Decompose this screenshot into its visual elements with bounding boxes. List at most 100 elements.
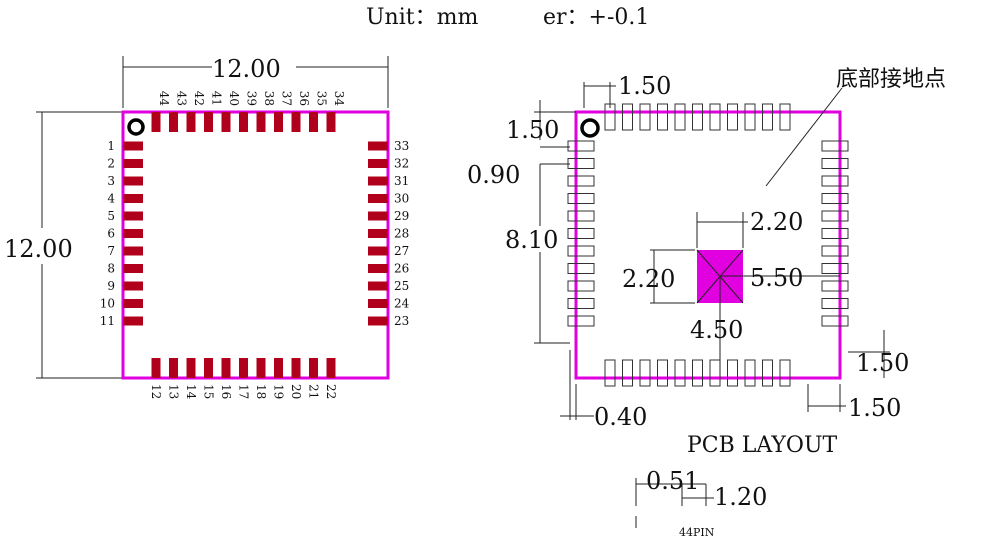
dim-gnd-x: 4.50: [690, 316, 743, 344]
pin-label-bottom-8: 20: [289, 384, 303, 399]
layout-pad-top: [779, 103, 791, 131]
layout-pad-left: [567, 315, 595, 327]
layout-pad-bottom: [604, 359, 616, 387]
package-pad-right: [368, 316, 388, 326]
layout-pad-top: [762, 103, 773, 131]
width-dimension: 12.00: [212, 55, 281, 83]
package-pad-bottom: [204, 358, 213, 378]
ground-note-leader: [765, 87, 843, 187]
pin-label-left-5: 6: [107, 227, 115, 241]
pin-label-bottom-6: 18: [254, 384, 268, 399]
pin-label-right-6: 27: [394, 244, 409, 258]
layout-title: PCB LAYOUT: [687, 433, 838, 458]
pin-label-left-6: 7: [107, 244, 115, 258]
package-pad-bottom: [239, 358, 248, 378]
layout-pad-left: [567, 245, 595, 257]
layout-pad-left: [567, 193, 595, 204]
package-pad-left: [123, 246, 143, 256]
pin-label-bottom-0: 12: [149, 384, 163, 399]
package-pad-bottom: [151, 358, 161, 378]
pin-label-top-3: 41: [210, 91, 224, 106]
layout-pad-left: [567, 228, 595, 239]
layout-pad-bottom: [674, 359, 686, 387]
pin-label-top-6: 38: [262, 91, 276, 106]
dim-pad-length: 1.20: [714, 483, 767, 511]
pin-label-left-1: 2: [107, 157, 115, 171]
package-pad-top: [291, 112, 301, 132]
dim-gnd-height: 2.20: [622, 265, 675, 293]
dim-pitch: 0.90: [467, 161, 520, 189]
pin-label-right-4: 29: [394, 209, 409, 223]
package-pad-top: [326, 112, 336, 132]
package-pad-bottom: [274, 358, 283, 378]
layout-pad-bottom: [657, 359, 668, 387]
package-pad-bottom: [186, 358, 196, 378]
layout-pad-bottom: [727, 359, 738, 387]
layout-pad-right: [821, 140, 849, 152]
package-pad-top: [204, 112, 213, 132]
layout-pin1-marker-icon: [580, 118, 600, 138]
layout-pad-right: [821, 298, 849, 309]
pin-label-bottom-10: 22: [324, 384, 338, 399]
layout-pad-bottom: [762, 359, 773, 387]
pin-label-right-7: 26: [394, 262, 409, 276]
package-pad-right: [368, 229, 388, 238]
pin-label-right-3: 30: [394, 192, 409, 206]
package-pad-top: [274, 112, 283, 132]
pin-label-bottom-3: 15: [202, 384, 216, 399]
layout-pad-right: [821, 280, 849, 292]
dim-bottom-offset: 1.50: [848, 394, 901, 422]
package-pad-right: [368, 281, 388, 291]
package-pad-top: [309, 112, 318, 132]
pin-label-left-8: 9: [107, 279, 115, 293]
package-pad-left: [123, 264, 143, 273]
layout-pad-top: [657, 103, 668, 131]
layout-pad-right: [821, 263, 849, 274]
package-pad-right: [368, 211, 388, 221]
pin-label-bottom-2: 14: [184, 384, 198, 400]
pin-label-left-10: 11: [100, 314, 115, 328]
layout-pad-bottom: [709, 359, 721, 387]
pin-label-top-7: 37: [280, 91, 294, 106]
pin-label-bottom-7: 19: [272, 384, 286, 399]
layout-pad-left: [567, 280, 595, 292]
dim-top-offset: 1.50: [618, 72, 671, 100]
pin-label-top-4: 40: [227, 91, 241, 106]
layout-pad-top: [709, 103, 721, 131]
package-pad-left: [123, 141, 143, 151]
package-pad-right: [368, 141, 388, 151]
layout-pad-right: [821, 245, 849, 257]
dim-left-offset: 1.50: [506, 116, 559, 144]
pin-label-left-2: 3: [107, 174, 115, 188]
dim-pad-gap: 0.40: [594, 403, 647, 431]
layout-pad-top: [744, 103, 756, 131]
package-pad-bottom: [309, 358, 318, 378]
pin-label-bottom-1: 13: [167, 384, 181, 399]
pin-label-bottom-9: 21: [307, 384, 321, 399]
package-pad-left: [123, 229, 143, 238]
layout-pad-top: [674, 103, 686, 131]
layout-pad-right: [821, 158, 849, 169]
package-pad-right: [368, 194, 388, 203]
dim-gnd-width: 2.20: [750, 208, 803, 236]
dim-pad-width: 0.51: [646, 467, 699, 495]
layout-pad-top: [692, 103, 703, 131]
pin-label-bottom-5: 17: [237, 384, 251, 399]
pin-label-right-10: 23: [394, 314, 409, 328]
package-pad-right: [368, 299, 388, 308]
layout-pad-right: [821, 175, 849, 187]
dim-span: 8.10: [505, 226, 558, 254]
layout-outline: [574, 110, 842, 380]
layout-pad-top: [639, 103, 651, 131]
ground-note: 底部接地点: [836, 67, 946, 92]
package-pad-top: [169, 112, 178, 132]
pin-label-top-0: 44: [157, 91, 171, 107]
pin-label-left-3: 4: [107, 192, 115, 206]
package-pad-bottom: [256, 358, 266, 378]
layout-pad-bottom: [744, 359, 756, 387]
package-pad-left: [123, 211, 143, 221]
pin-label-top-8: 36: [297, 91, 311, 106]
layout-pad-top: [727, 103, 738, 131]
layout-pad-bottom: [692, 359, 703, 387]
package-pads: [123, 112, 388, 378]
